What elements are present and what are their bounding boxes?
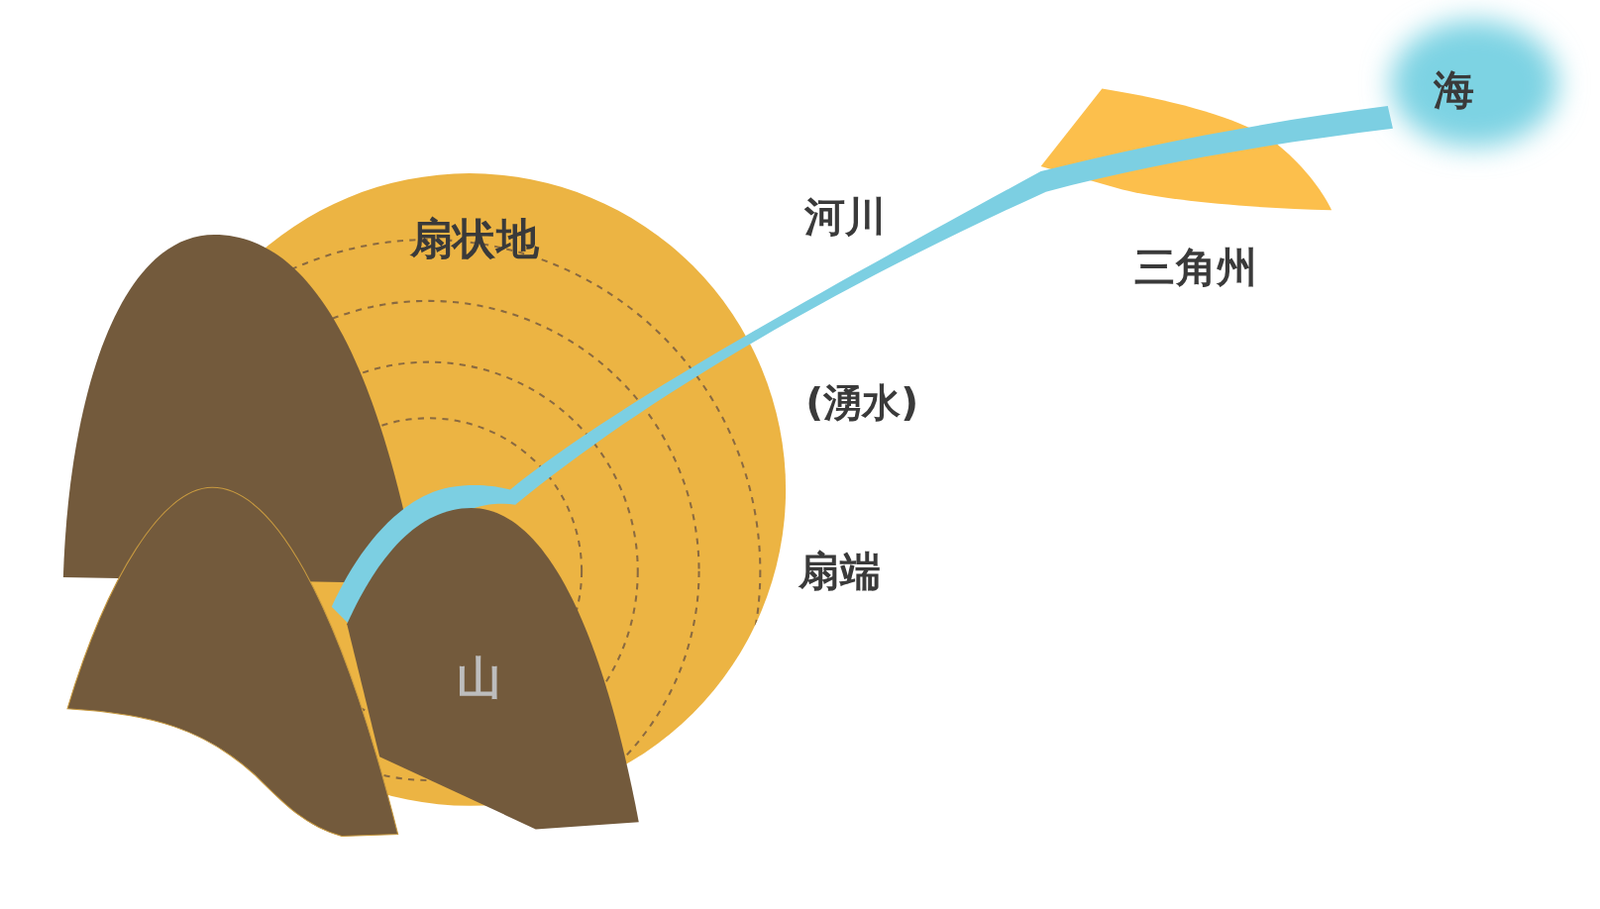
- sea-blob: [1390, 20, 1559, 148]
- node-text: 海: [1433, 65, 1475, 114]
- delta-label: 三角州: [1134, 242, 1258, 292]
- spring-label: (湧水): [805, 377, 919, 430]
- node-text: 山: [456, 651, 502, 706]
- mountain-label: 山: [456, 651, 502, 706]
- node-text: 扇状地: [410, 213, 539, 266]
- mountain: [67, 487, 399, 837]
- fan-label: 扇状地: [153, 173, 787, 807]
- node-text: 三角州: [1134, 242, 1258, 292]
- fan-edge-label: 扇端: [798, 542, 880, 600]
- mountain: [346, 508, 640, 830]
- sea-label: 海: [1433, 65, 1475, 114]
- river-label: 河川: [804, 188, 886, 245]
